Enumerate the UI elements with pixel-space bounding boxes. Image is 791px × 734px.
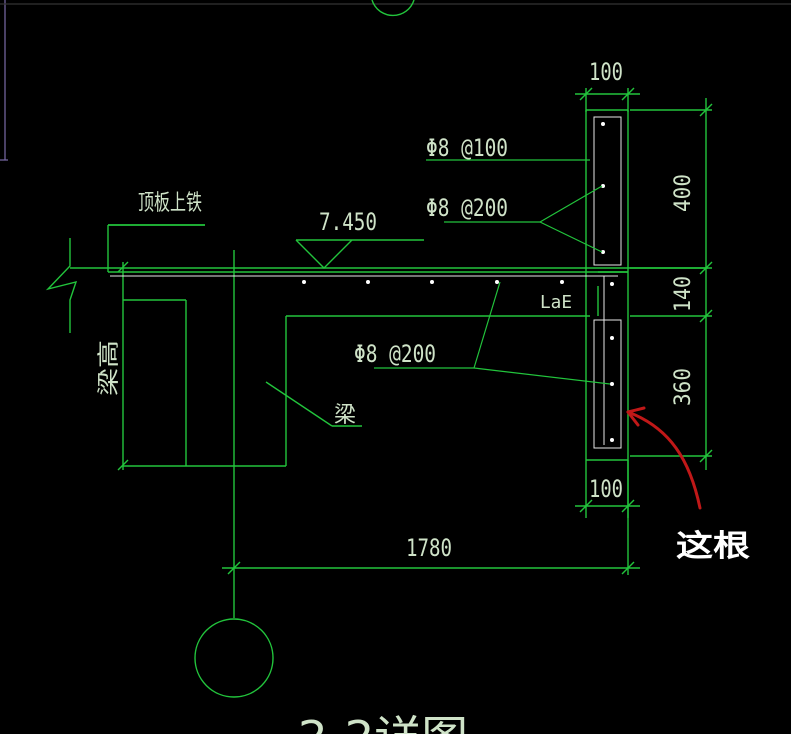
anchorage-label: LaE xyxy=(540,292,572,313)
dim-total-length: 1780 xyxy=(406,534,452,562)
rebar-leaders xyxy=(374,159,611,385)
dim-upper-height: 400 xyxy=(671,174,696,212)
annotation-arrow xyxy=(626,406,702,510)
rebar-dots xyxy=(302,122,614,442)
elevation-label: 7.450 xyxy=(319,208,377,236)
grid-bubble-top xyxy=(371,0,415,17)
beam-label: 梁 xyxy=(334,403,356,428)
rebar-lower-label: Φ8 @200 xyxy=(354,340,436,368)
dim-lower-height: 360 xyxy=(671,368,696,406)
dim-slab-thickness: 140 xyxy=(671,276,696,312)
rebar-lines xyxy=(110,116,622,449)
section-title: 2-2详图 xyxy=(298,712,468,734)
section-outline xyxy=(45,87,713,618)
rebar-middle-label: Φ8 @200 xyxy=(426,194,508,222)
beam-height-label: 梁高 xyxy=(97,340,122,396)
viewport-frame xyxy=(0,0,791,161)
dim-top-width: 100 xyxy=(589,58,623,86)
annotation-text: 这根 xyxy=(676,529,750,564)
top-slab-rebar-label: 顶板上铁 xyxy=(138,191,202,216)
rebar-upper-label: Φ8 @100 xyxy=(426,134,508,162)
grid-bubble-bottom xyxy=(194,618,274,698)
dim-bottom-width: 100 xyxy=(589,475,623,503)
